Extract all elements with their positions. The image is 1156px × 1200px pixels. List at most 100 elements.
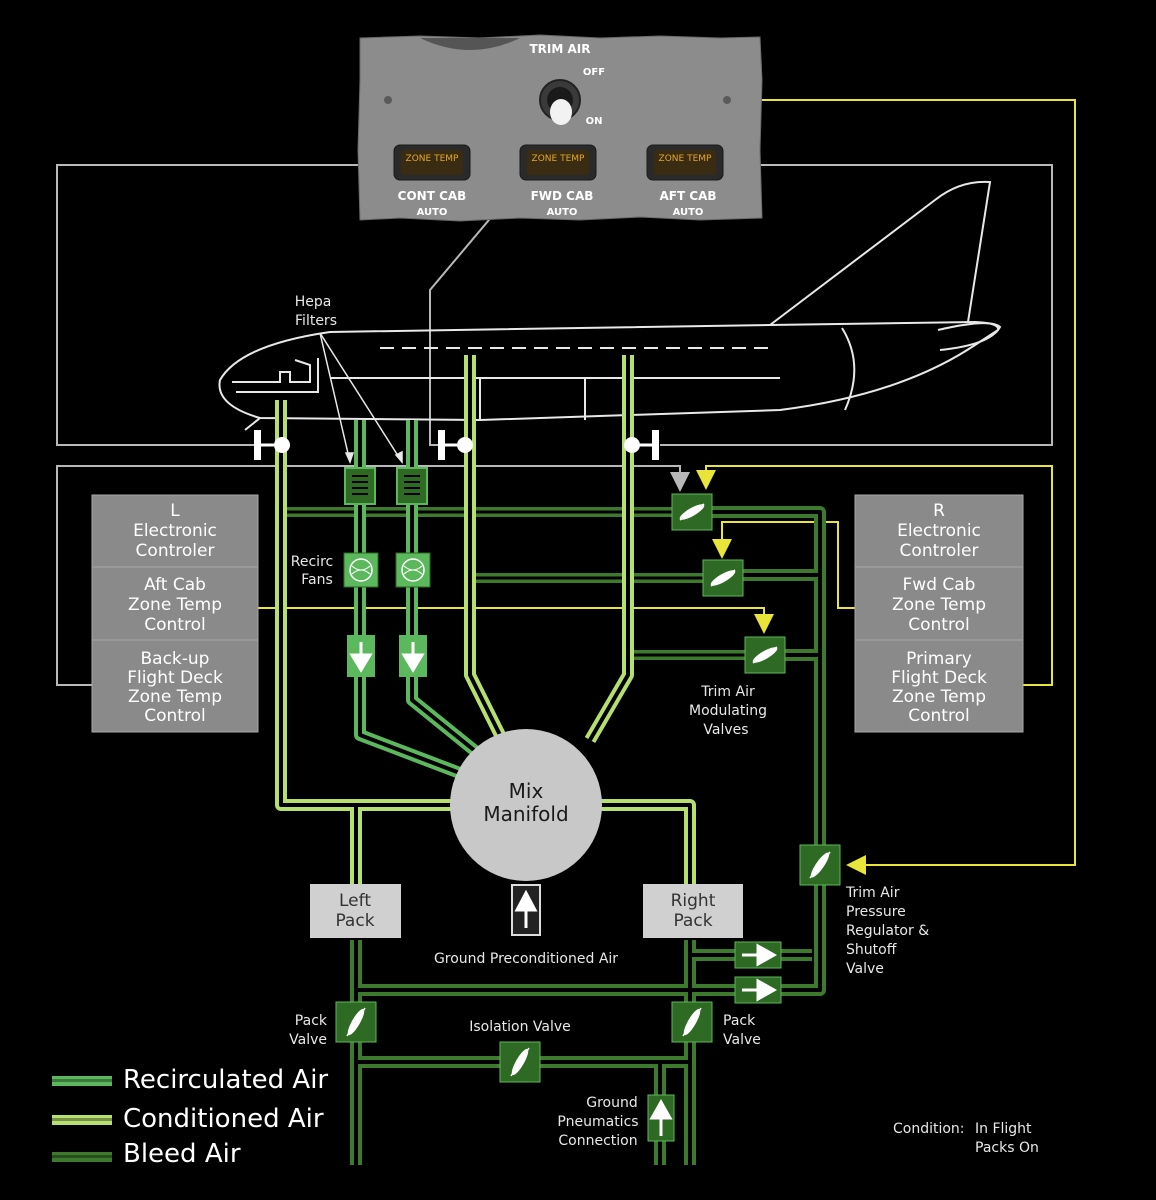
trim-mod-label-3: Valves — [703, 722, 748, 738]
legend-bleed-label: Bleed Air — [123, 1139, 241, 1169]
temp-sensor-center — [438, 430, 473, 460]
cont-cab-mode: AUTO — [417, 207, 448, 218]
l-aft-line-3: Control — [144, 615, 205, 635]
trim-modulating-valve-flight-deck — [744, 636, 786, 674]
left-pack-label-2: Pack — [335, 911, 374, 931]
left-pack-label-1: Left — [339, 891, 371, 911]
temp-sensor-left — [254, 430, 290, 460]
panel-screw — [723, 96, 731, 104]
panel-top-cutout — [420, 38, 520, 50]
l-ctrl-line-3: Controler — [136, 541, 215, 561]
trim-prsov-label-5: Valve — [846, 961, 884, 977]
sensor-wires — [56, 155, 1053, 686]
recirc-label-1: Recirc — [291, 554, 333, 570]
switch-off-label: OFF — [583, 67, 605, 78]
ground-pneu-label-3: Connection — [558, 1133, 637, 1149]
ground-pneu-label-1: Ground — [586, 1095, 638, 1111]
airplane-outline — [218, 180, 1002, 431]
legend-bleed: Bleed Air — [52, 1139, 241, 1169]
left-electronic-controller: L Electronic Controler Aft Cab Zone Temp… — [91, 494, 259, 733]
hepa-leader-lines — [319, 332, 403, 465]
zone-temp-fwd-cab-light[interactable]: ZONE TEMP — [519, 144, 597, 181]
condition-line-1: In Flight — [975, 1121, 1032, 1137]
r-fd-line-2: Flight Deck — [891, 668, 987, 688]
zone-temp-label: ZONE TEMP — [532, 154, 585, 164]
l-fd-line-3: Zone Temp — [128, 687, 222, 707]
isolation-valve — [499, 1041, 541, 1083]
trim-air-panel: TRIM AIR OFF ON ZONE TEMP ZONE TEMP ZONE… — [357, 34, 763, 222]
legend-recirculated-label: Recirculated Air — [123, 1065, 328, 1095]
pack-valve-left-label-2: Valve — [289, 1032, 327, 1048]
trim-mod-label-2: Modulating — [689, 703, 767, 719]
legend-recirculated: Recirculated Air — [52, 1065, 328, 1095]
left-pack: Left Pack — [310, 884, 401, 938]
signal-wires — [258, 99, 1076, 875]
recirc-fan-right — [395, 552, 431, 588]
r-fd-line-3: Zone Temp — [892, 687, 986, 707]
legend-conditioned: Conditioned Air — [52, 1104, 324, 1134]
right-electronic-controller: R Electronic Controler Fwd Cab Zone Temp… — [854, 494, 1024, 733]
cont-cab-label: CONT CAB — [398, 189, 467, 203]
bleed-flow-arrow-upper — [734, 941, 782, 969]
l-ctrl-line-2: Electronic — [133, 521, 217, 541]
zone-temp-cont-cab-light[interactable]: ZONE TEMP — [393, 144, 471, 181]
isolation-valve-label: Isolation Valve — [469, 1019, 571, 1035]
condition-line-2: Packs On — [975, 1140, 1039, 1156]
trim-prsov-label-4: Shutoff — [846, 942, 897, 958]
trim-air-ducts — [282, 507, 745, 660]
ground-pneu-label-2: Pneumatics — [557, 1114, 638, 1130]
condition-label: Condition: — [893, 1121, 965, 1137]
l-ctrl-line-1: L — [170, 501, 180, 521]
r-ctrl-line-2: Electronic — [897, 521, 981, 541]
trim-air-switch[interactable] — [539, 79, 581, 125]
zone-temp-aft-cab-light[interactable]: ZONE TEMP — [646, 144, 724, 181]
mix-manifold: Mix Manifold — [450, 729, 602, 881]
temp-sensor-right — [624, 430, 659, 460]
trim-modulating-valve-fwd — [702, 559, 744, 597]
pack-valve-right-label-2: Valve — [723, 1032, 761, 1048]
switch-on-label: ON — [586, 116, 603, 127]
fwd-cab-label: FWD CAB — [531, 189, 594, 203]
pack-valve-right-label-1: Pack — [723, 1013, 756, 1029]
trim-prsov-label-2: Pressure — [846, 904, 906, 920]
check-valve-right-icon — [399, 635, 427, 677]
ground-precond-label: Ground Preconditioned Air — [434, 951, 618, 967]
pack-valve-right — [671, 1001, 713, 1043]
hepa-label-1: Hepa — [295, 294, 332, 310]
l-aft-line-1: Aft Cab — [144, 575, 206, 595]
panel-screw — [384, 96, 392, 104]
trim-mod-label-1: Trim Air — [700, 684, 755, 700]
trim-air-prsov — [799, 844, 841, 886]
hepa-label-2: Filters — [295, 313, 337, 329]
zone-temp-label: ZONE TEMP — [406, 154, 459, 164]
l-fd-line-2: Flight Deck — [127, 668, 223, 688]
l-fd-line-4: Control — [144, 706, 205, 726]
aft-cab-mode: AUTO — [673, 207, 704, 218]
mix-manifold-label-1: Mix — [509, 779, 544, 803]
right-pack-label-1: Right — [671, 891, 716, 911]
fwd-cab-mode: AUTO — [547, 207, 578, 218]
recirc-label-2: Fans — [301, 572, 333, 588]
ground-preconditioned-arrow — [511, 884, 541, 936]
l-aft-line-2: Zone Temp — [128, 595, 222, 615]
r-fd-line-1: Primary — [906, 649, 972, 669]
bleed-flow-arrow-lower — [734, 976, 782, 1004]
r-fwd-line-2: Zone Temp — [892, 595, 986, 615]
conditioned-air-pipes — [275, 355, 696, 885]
pack-valve-left-label-1: Pack — [295, 1013, 328, 1029]
trim-modulating-valve-aft — [671, 493, 713, 531]
r-fwd-line-1: Fwd Cab — [903, 575, 976, 595]
ground-pneumatic-arrow — [647, 1094, 675, 1142]
hepa-filter-left — [344, 467, 376, 505]
r-fd-line-4: Control — [908, 706, 969, 726]
trim-prsov-label-1: Trim Air — [845, 885, 900, 901]
legend: Recirculated Air Conditioned Air Bleed A… — [52, 1065, 328, 1169]
hepa-filter-right — [396, 467, 428, 505]
l-fd-line-1: Back-up — [141, 649, 210, 669]
trim-prsov-label-3: Regulator & — [846, 923, 929, 939]
trim-air-title: TRIM AIR — [529, 42, 590, 56]
pack-valve-left — [335, 1001, 377, 1043]
check-valve-left-icon — [347, 635, 375, 677]
legend-conditioned-label: Conditioned Air — [123, 1104, 324, 1134]
